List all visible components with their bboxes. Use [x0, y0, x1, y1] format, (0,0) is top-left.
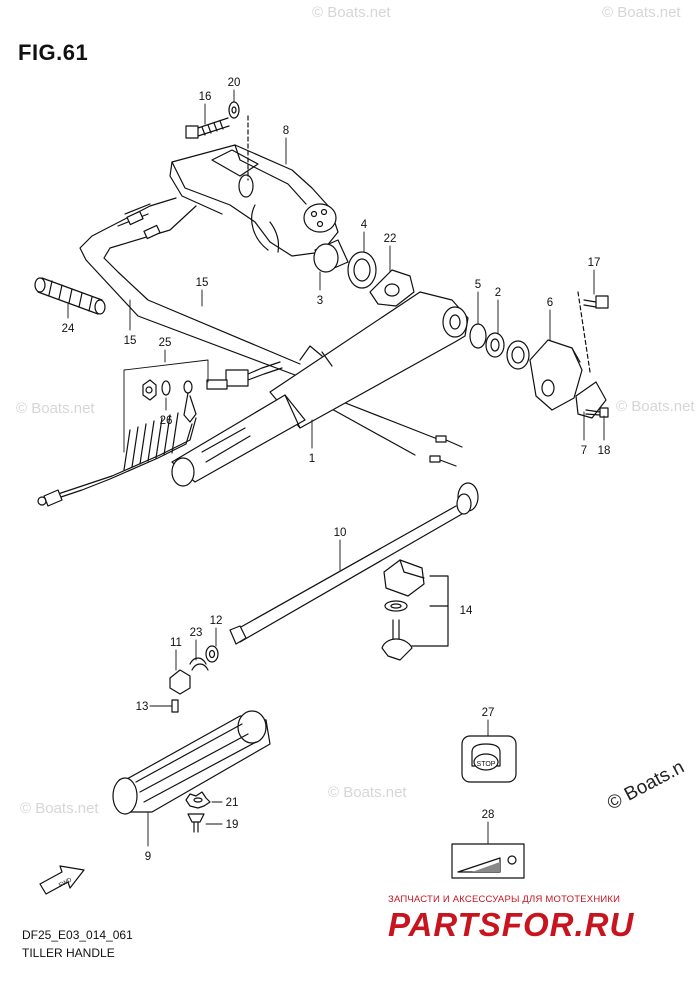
watermark-5: © Boats.net	[328, 784, 407, 801]
watermark-2: © Boats.net	[312, 4, 391, 21]
stop-switch-25	[37, 361, 283, 507]
tiller-bracket	[169, 144, 339, 257]
callout-8: 8	[283, 125, 289, 137]
leader-lines	[67, 89, 605, 847]
callout-13: 13	[136, 701, 149, 713]
watermark-6: © Boats.net	[20, 800, 99, 817]
callout-1: 1	[309, 453, 315, 465]
callout-19: 19	[226, 819, 239, 831]
callout-labels: 20 16 8 4 22 3 24 15 15 25 26 5 2 6 17 1…	[62, 77, 611, 863]
washer-5	[469, 323, 487, 349]
callout-15-a: 15	[124, 335, 137, 347]
plate-7	[575, 381, 607, 419]
collar-3	[313, 239, 349, 273]
grip-24	[34, 277, 106, 315]
fwd-arrow-icon	[39, 865, 85, 895]
small-parts	[169, 645, 219, 713]
friction-piece-6	[529, 339, 583, 411]
figure-title: FIG.61	[18, 40, 89, 65]
callout-17: 17	[588, 257, 601, 269]
callout-10: 10	[334, 527, 347, 539]
callout-21: 21	[226, 797, 239, 809]
stop-decal-27	[461, 735, 517, 783]
shop-logo: PARTSFOR.RU	[388, 906, 635, 943]
callout-14: 14	[460, 605, 473, 617]
callout-3: 3	[317, 295, 323, 307]
callout-4: 4	[361, 219, 368, 231]
screw-19	[187, 813, 205, 833]
throttle-cables	[79, 197, 463, 467]
throttle-rod-10	[229, 482, 479, 645]
washer-21	[185, 791, 211, 809]
screw-18	[585, 407, 609, 418]
throttle-decal-28	[451, 843, 525, 879]
grip-9	[112, 710, 271, 815]
callout-15-b: 15	[196, 277, 209, 289]
callout-20: 20	[228, 77, 241, 89]
callout-18: 18	[598, 445, 611, 457]
diagram-code: DF25_E03_014_061	[22, 928, 133, 942]
tiller-arm	[171, 291, 469, 487]
callout-25: 25	[159, 337, 172, 349]
friction-block-14	[381, 559, 449, 661]
callout-12: 12	[210, 615, 223, 627]
washer-20	[228, 101, 240, 119]
callout-24: 24	[62, 323, 75, 335]
callout-11: 11	[170, 637, 182, 649]
bolt-16	[185, 117, 230, 139]
callout-16: 16	[199, 91, 212, 103]
plate-22	[369, 269, 415, 307]
washer-4	[347, 251, 377, 289]
diagram-caption: TILLER HANDLE	[22, 946, 115, 960]
callout-2: 2	[495, 287, 501, 299]
callout-27: 27	[482, 707, 495, 719]
stop-label: STOP	[477, 761, 496, 768]
callout-9: 9	[145, 851, 151, 863]
watermark-3: © Boats.net	[16, 400, 95, 417]
shop-tagline: ЗАПЧАСТИ И АКСЕССУАРЫ ДЛЯ МОТОТЕХНИКИ	[388, 894, 621, 905]
callout-6: 6	[547, 297, 553, 309]
callout-22: 22	[384, 233, 397, 245]
bolt-17	[583, 295, 609, 309]
watermark-1: © Boats.net	[602, 4, 681, 21]
callout-5: 5	[475, 279, 481, 291]
callout-28: 28	[482, 809, 495, 821]
callout-23: 23	[190, 627, 203, 639]
callout-26: 26	[160, 415, 173, 427]
callout-7: 7	[581, 445, 587, 457]
watermark-4: © Boats.net	[616, 398, 695, 415]
bushing-2	[485, 332, 505, 358]
